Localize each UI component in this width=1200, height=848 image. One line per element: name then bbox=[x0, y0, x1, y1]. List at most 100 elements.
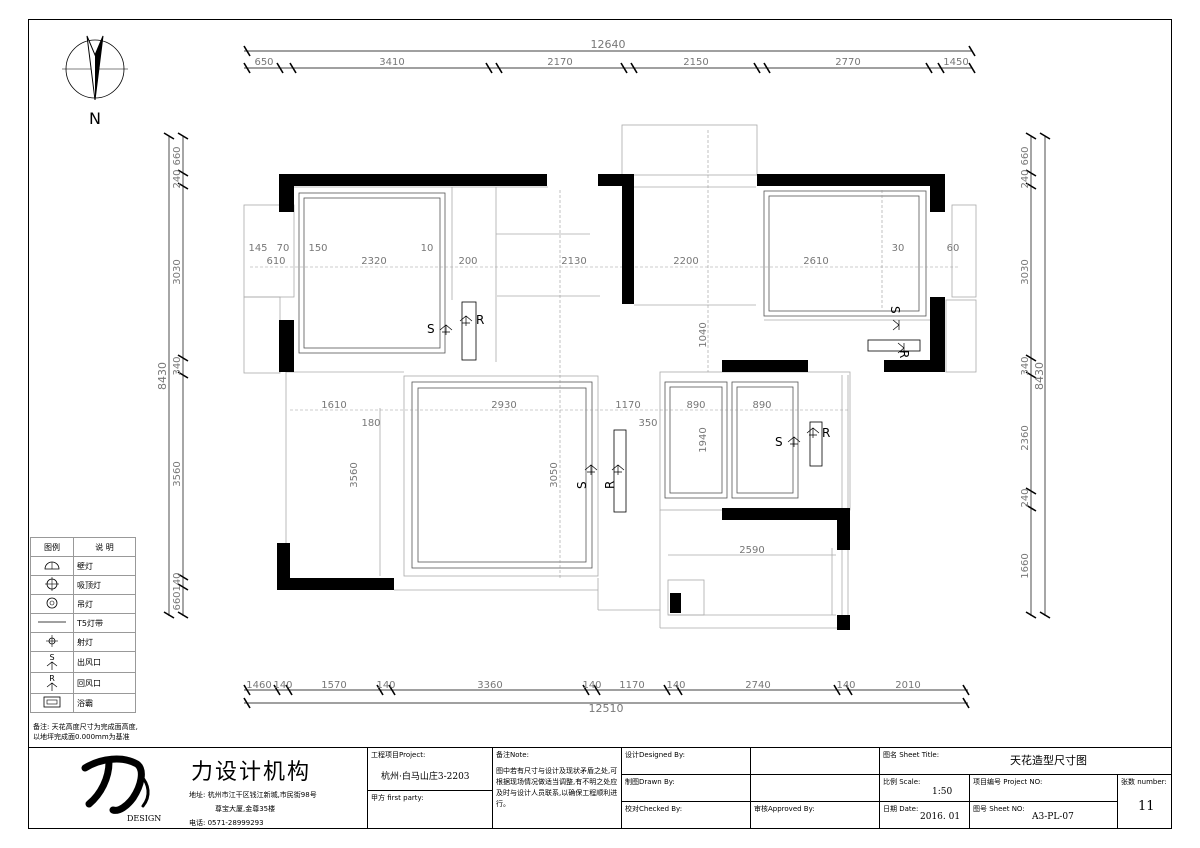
legend-row: T5灯带 bbox=[30, 613, 136, 633]
date-value: 2016. 01 bbox=[920, 812, 961, 822]
legend-label: 吸顶灯 bbox=[73, 575, 136, 595]
designed-cell: 设计Designed By: bbox=[621, 747, 751, 775]
dim-top-segment: 650 bbox=[254, 57, 273, 68]
svg-text:R: R bbox=[49, 674, 55, 683]
ceiling-recess-outlines bbox=[298, 190, 927, 569]
sheet-count-value: 11 bbox=[1138, 799, 1155, 814]
room-dim: 3560 bbox=[349, 462, 360, 487]
legend-table: 图例 说 明 壁灯 吸顶灯 吊灯 T5灯带 射灯 S 出风口 R 回风口 浴霸 bbox=[30, 537, 136, 713]
return-vent-label: R bbox=[476, 313, 484, 327]
scale-label: 比例 Scale: bbox=[883, 778, 921, 786]
pendant-lamp-icon bbox=[46, 597, 58, 609]
legend-label: 射灯 bbox=[73, 632, 136, 652]
project-number-cell: 项目编号 Project NO: bbox=[969, 774, 1118, 802]
legend-label: 回风口 bbox=[73, 672, 136, 694]
dim-bottom-segment: 140 bbox=[666, 680, 685, 691]
room-dim: 2130 bbox=[561, 256, 586, 267]
vent-labels: S R S R S R S R bbox=[427, 306, 911, 489]
date-label: 日期 Date: bbox=[883, 805, 919, 813]
return-vent-label: R bbox=[822, 426, 830, 440]
dim-bottom-segment: 140 bbox=[376, 680, 395, 691]
company-address-line2: 尊宝大厦,金尊35楼 bbox=[215, 805, 276, 813]
client-cell: 甲方 first party: bbox=[367, 790, 493, 829]
room-dim: 2200 bbox=[673, 256, 698, 267]
dim-top-segment: 2770 bbox=[835, 57, 860, 68]
sheet-title-value: 天花造型尺寸图 bbox=[1010, 754, 1087, 767]
north-label: N bbox=[89, 109, 101, 128]
dim-left-segment: 240 bbox=[172, 169, 183, 188]
project-value: 杭州·白马山庄3-2203 bbox=[381, 772, 470, 782]
dimension-lines bbox=[168, 50, 1046, 704]
designed-label: 设计Designed By: bbox=[625, 751, 685, 759]
approved-label: 审核Approved By: bbox=[754, 805, 815, 813]
room-dim-small: 180 bbox=[361, 418, 380, 429]
dim-right-segment: 3030 bbox=[1020, 259, 1031, 284]
legend-label: 浴霸 bbox=[73, 693, 136, 713]
drawn-label: 制图Drawn By: bbox=[625, 778, 675, 786]
room-dim: 2590 bbox=[739, 545, 764, 556]
company-name: 力设计机构 bbox=[191, 760, 312, 785]
sheet-count-cell: 张数 number: 11 bbox=[1117, 774, 1172, 829]
room-dim-small: 10 bbox=[421, 243, 434, 254]
checked-label: 校对Checked By: bbox=[625, 805, 683, 813]
reference-lines bbox=[250, 130, 960, 580]
ceiling-height-note: 备注: 天花高度尺寸为完成面高度,以地坪完成面0.000mm为基准 bbox=[33, 723, 138, 741]
sheet-title-label: 图名 Sheet Title: bbox=[883, 751, 940, 759]
dim-left-segment: 3030 bbox=[172, 259, 183, 284]
dim-right-segment: 1660 bbox=[1020, 553, 1031, 578]
room-dim: 2610 bbox=[803, 256, 828, 267]
dim-top-segment: 3410 bbox=[379, 57, 404, 68]
room-dim: 1610 bbox=[321, 400, 346, 411]
title-block: DESIGN 力设计机构 地址: 杭州市江干区钱江新城,市民街98号 尊宝大厦,… bbox=[28, 747, 1172, 829]
return-vent-label: R bbox=[603, 481, 617, 489]
return-vent-label: R bbox=[897, 350, 911, 358]
dim-bottom-segment: 2740 bbox=[745, 680, 770, 691]
approved-cell: 审核Approved By: bbox=[750, 801, 880, 829]
date-cell: 日期 Date: 2016. 01 bbox=[879, 801, 970, 829]
remarks-label: 备注Note: bbox=[496, 751, 529, 759]
dim-right-segment: 240 bbox=[1020, 488, 1031, 507]
supply-vent-icon: S bbox=[46, 653, 58, 670]
room-dim: 1940 bbox=[698, 427, 709, 452]
room-dim-small: 350 bbox=[638, 418, 657, 429]
project-label: 工程项目Project: bbox=[371, 751, 426, 759]
room-dimensions: 2320 2130 2200 2610 1610 2930 1170 890 8… bbox=[248, 243, 959, 556]
company-phone: 电话: 0571-28999293 bbox=[189, 819, 264, 827]
room-dim-small: 610 bbox=[266, 256, 285, 267]
ceiling-lamp-icon bbox=[45, 577, 59, 591]
legend-label: 出风口 bbox=[73, 651, 136, 673]
dim-bottom-segment: 140 bbox=[273, 680, 292, 691]
room-dim-small: 70 bbox=[277, 243, 290, 254]
remarks-text: 图中若有尺寸与设计及现状矛盾之处,可根据现场情况做适当调整,有不明之处应及时与设… bbox=[496, 767, 618, 808]
dim-left-segment: 340 bbox=[172, 356, 183, 375]
t5-strip-icon bbox=[38, 621, 66, 623]
room-dim: 890 bbox=[686, 400, 705, 411]
dim-right-segment: 240 bbox=[1020, 169, 1031, 188]
dim-right-total: 8430 bbox=[1033, 362, 1046, 390]
designed-value-cell bbox=[750, 747, 880, 775]
dim-left-segment: 140 bbox=[172, 572, 183, 591]
room-dim: 2320 bbox=[361, 256, 386, 267]
return-vent-icon: R bbox=[46, 674, 58, 691]
room-dim-small: 145 bbox=[248, 243, 267, 254]
room-dim-small: 30 bbox=[892, 243, 905, 254]
svg-text:S: S bbox=[49, 653, 54, 662]
dim-bottom-segment: 140 bbox=[582, 680, 601, 691]
client-label: 甲方 first party: bbox=[371, 794, 424, 802]
sheet-title-cell: 图名 Sheet Title: 天花造型尺寸图 bbox=[879, 747, 1172, 775]
project-cell: 工程项目Project: 杭州·白马山庄3-2203 bbox=[367, 747, 493, 791]
legend-row: 吊灯 bbox=[30, 594, 136, 614]
dim-top-total: 12640 bbox=[591, 38, 626, 51]
drawn-cell: 制图Drawn By: bbox=[621, 774, 751, 802]
sheet-number-cell: 图号 Sheet NO: A3-PL-07 bbox=[969, 801, 1118, 829]
dim-right-segment: 2360 bbox=[1020, 425, 1031, 450]
checked-cell: 校对Checked By: bbox=[621, 801, 751, 829]
dim-right-segment: 340 bbox=[1020, 356, 1031, 375]
dim-top-segment: 2170 bbox=[547, 57, 572, 68]
dim-top-segment: 1450 bbox=[943, 57, 968, 68]
dim-bottom-segment: 140 bbox=[836, 680, 855, 691]
dim-left-segment: 660 bbox=[172, 146, 183, 165]
legend-row: 射灯 bbox=[30, 632, 136, 652]
legend-label: 壁灯 bbox=[73, 556, 136, 576]
